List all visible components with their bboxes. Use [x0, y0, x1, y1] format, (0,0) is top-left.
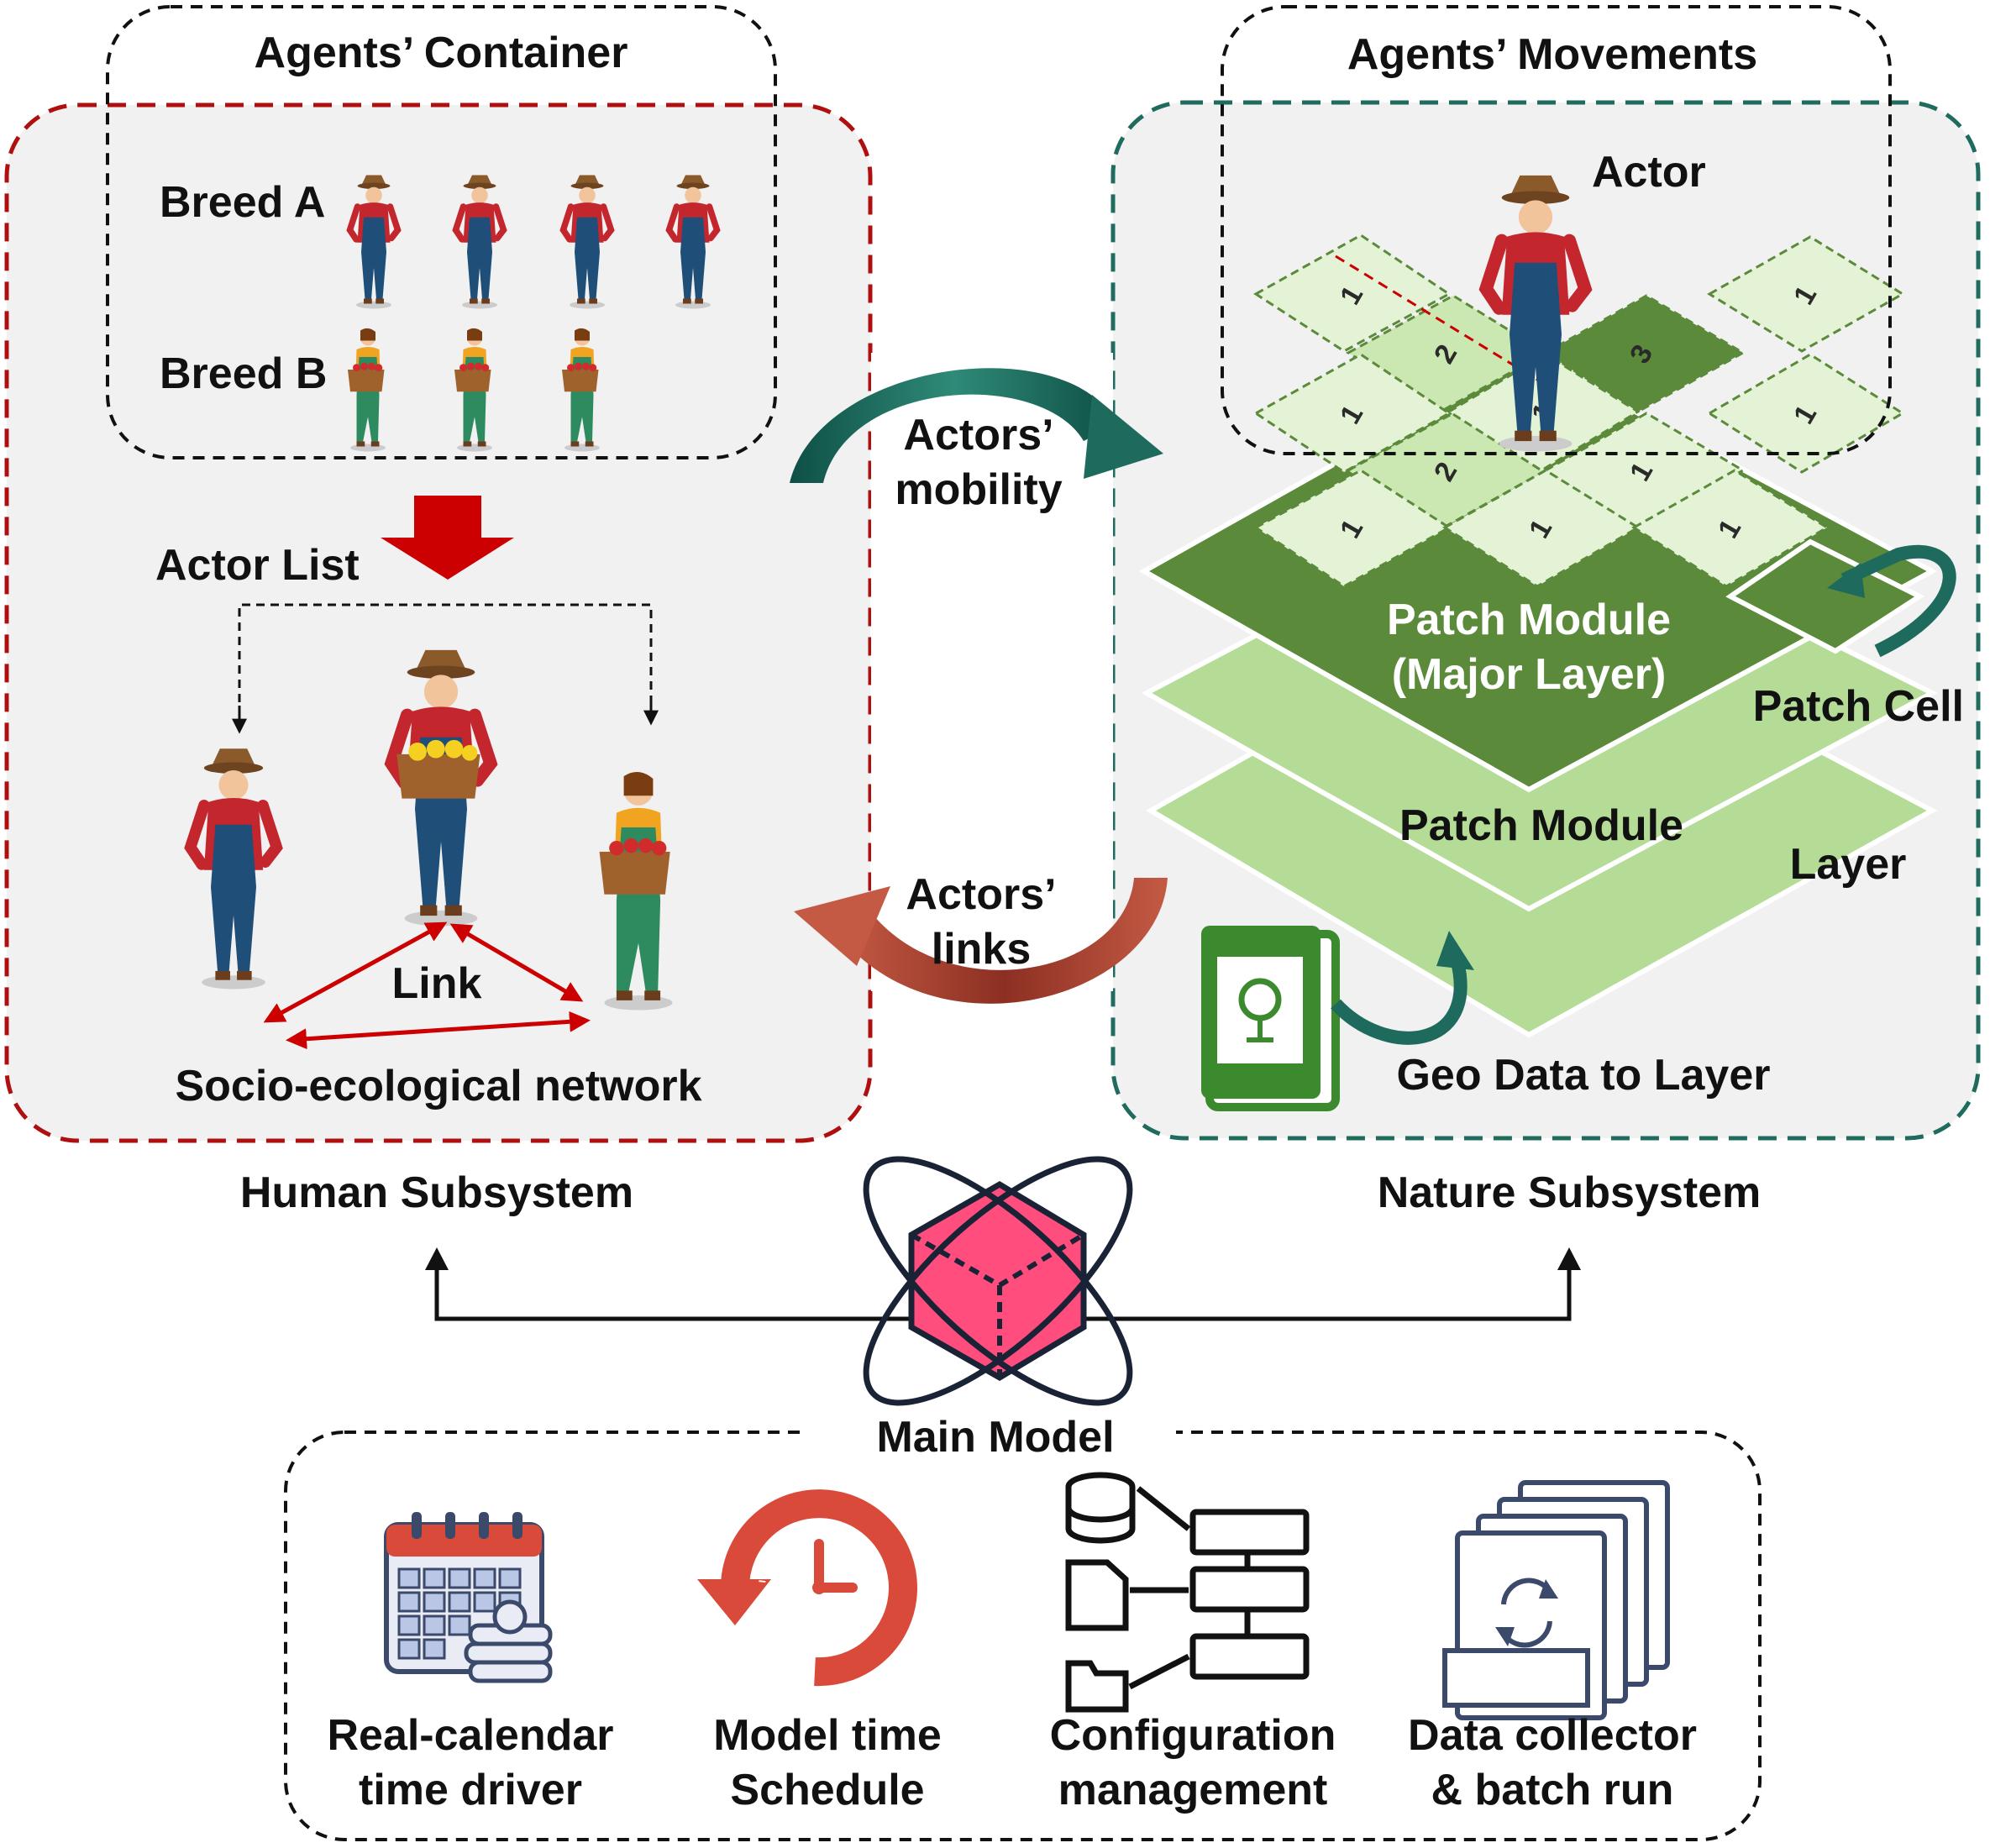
- connector-arrowhead-right: [1557, 1247, 1581, 1270]
- patch-cell-arrowhead: [1827, 563, 1865, 598]
- tool-label-line2: & batch run: [1431, 1766, 1674, 1814]
- patch-module-label: Patch Module: [1399, 801, 1683, 850]
- center-gap: [871, 353, 1113, 991]
- geo-data-book-icon: [1201, 926, 1340, 1111]
- tool-label-line1: Data collector: [1408, 1711, 1697, 1760]
- agents-container-box: [106, 5, 777, 459]
- agents-movements-title: Agents’ Movements: [1347, 30, 1757, 79]
- breed-a-label: Breed A: [160, 178, 325, 227]
- tool-label-line1: Real-calendar: [327, 1711, 613, 1760]
- document-stack-icon: [1442, 1480, 1670, 1720]
- agents-container-title: Agents’ Container: [255, 29, 628, 77]
- main-model-tools-box: [284, 1431, 1762, 1841]
- agents-container-title-bg: [227, 24, 647, 89]
- clock-icon: [697, 1489, 917, 1687]
- patch-cell-highlight: [1725, 538, 1925, 654]
- links-label-line2: links: [932, 925, 1032, 974]
- connector-arrowhead-left: [425, 1247, 449, 1270]
- breed-b-label: Breed B: [160, 349, 327, 398]
- patch-major-label-line1: Patch Module: [1387, 596, 1671, 644]
- layer-label: Layer: [1790, 840, 1907, 889]
- tool-label-line2: time driver: [359, 1766, 582, 1814]
- links-arrowhead: [794, 886, 890, 966]
- actor-list-label: Actor List: [155, 541, 360, 590]
- main-model-title-bg: [806, 1411, 1176, 1470]
- geo-data-arrow: [1331, 960, 1468, 1045]
- main-model-label: Main Model: [876, 1413, 1114, 1462]
- geo-data-label: Geo Data to Layer: [1396, 1051, 1770, 1100]
- tool-label-line1: Configuration: [1050, 1711, 1336, 1760]
- server-icon: [1065, 1472, 1310, 1713]
- main-model-icon: [863, 1156, 1133, 1406]
- link-arrow: [286, 1011, 591, 1050]
- links-label-line1: Actors’: [906, 870, 1056, 919]
- patch-cell-label: Patch Cell: [1753, 682, 1964, 731]
- link-arrow: [263, 921, 448, 1023]
- agents-movements-box: [1221, 5, 1892, 455]
- patch-major-label-line2: (Major Layer): [1392, 650, 1667, 699]
- calendar-icon: [384, 1512, 553, 1683]
- geo-data-arrowhead: [1436, 931, 1474, 970]
- network-actor-center: [391, 650, 491, 927]
- tool-label-line1: Model time: [713, 1711, 942, 1760]
- tool-label-line2: management: [1058, 1766, 1328, 1814]
- link-label: Link: [392, 959, 482, 1008]
- agents-movements-title-bg: [1319, 24, 1789, 89]
- patch-cell-arrow: [1840, 544, 1956, 658]
- actor-path-line: [1335, 255, 1542, 384]
- mobility-arrow: [790, 368, 1117, 483]
- mobility-label-line1: Actors’: [903, 411, 1053, 459]
- actor-list-arrow: [381, 496, 514, 580]
- nature-subsystem-label: Nature Subsystem: [1378, 1168, 1762, 1217]
- tool-label-line2: Schedule: [730, 1766, 924, 1814]
- actor-list-connector: [238, 603, 653, 731]
- links-arrow: [840, 878, 1168, 1004]
- link-arrow: [449, 923, 584, 1002]
- mobility-arrowhead: [1084, 395, 1163, 479]
- human-subsystem-label: Human Subsystem: [240, 1168, 633, 1217]
- socio-ecological-network-label: Socio-ecological network: [175, 1062, 701, 1110]
- actor-label: Actor: [1592, 148, 1706, 197]
- mobility-label-line2: mobility: [895, 465, 1062, 514]
